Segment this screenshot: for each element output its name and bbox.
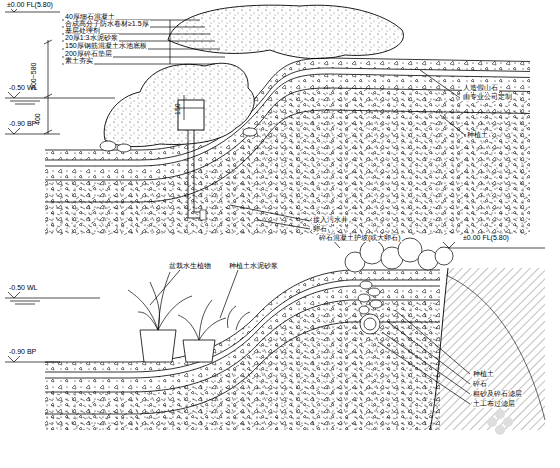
callout-label: 素土夯实	[64, 57, 94, 65]
callout-label: 人造假山石	[462, 84, 499, 92]
dimension-text: 400	[34, 112, 42, 126]
callout-label: 土工布过滤层	[472, 400, 516, 408]
callout-label: 150厚钢筋混凝土水池底板	[64, 42, 148, 50]
construction-layer	[45, 280, 440, 430]
construction-layer	[45, 286, 440, 430]
callout-label: ±0.00 FL(5.80)	[6, 1, 54, 9]
dimension-text: 300~580	[30, 62, 38, 91]
construction-layer	[45, 270, 440, 430]
construction-layer	[45, 300, 440, 430]
callout-label: 种植土	[466, 131, 489, 139]
callout-label: 接入污水井	[312, 216, 349, 224]
dimension-text: 150	[174, 102, 182, 116]
callout-label: 由专业公司定制	[462, 93, 513, 101]
callout-label: ±0.00 FL(5.80)	[462, 234, 510, 242]
callout-label: 卵石	[312, 225, 328, 233]
callout-label: -0.90 BP	[8, 348, 37, 356]
callout-label: 粗砂及碎石滤层	[472, 390, 523, 398]
construction-layer	[45, 68, 530, 235]
callout-label: 碎石混凝土护坡(或大卵石)	[318, 234, 402, 242]
construction-layer	[45, 74, 530, 235]
callout-label: 碎石	[472, 380, 488, 388]
construction-layer	[45, 58, 530, 235]
callout-label: -0.90 BP	[8, 120, 37, 128]
callout-label: 20厚1:3水泥砂浆	[64, 34, 119, 42]
construction-layer	[45, 322, 440, 430]
callout-label: 种植土	[472, 370, 495, 378]
callout-label: -0.50 WL	[8, 284, 38, 292]
callout-label: 种植土水泥砂浆	[228, 262, 279, 270]
callout-label: 盆栽水生植物	[168, 262, 212, 270]
